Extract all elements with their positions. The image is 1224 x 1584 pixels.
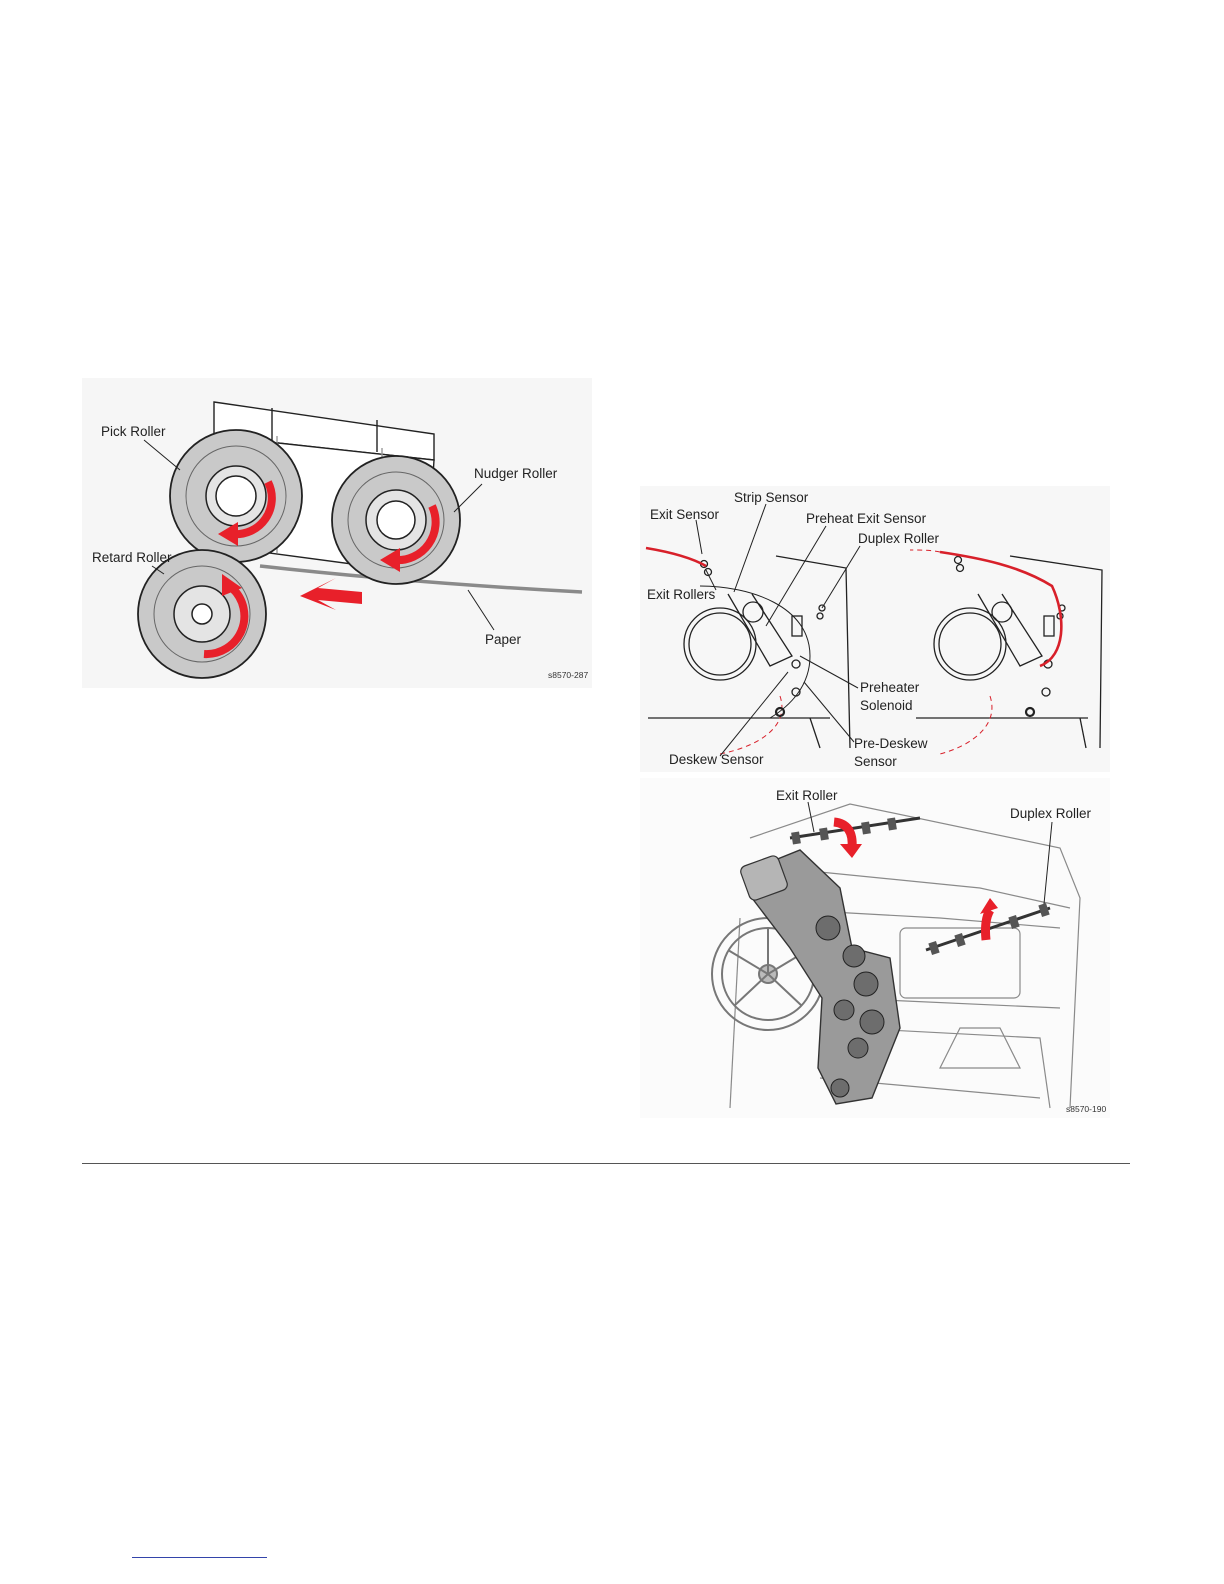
duplex-roller-label: Duplex Roller (1010, 806, 1092, 821)
footer-link-underline[interactable] (132, 1557, 267, 1558)
paper-path-sensor-diagram: Exit Sensor Strip Sensor Preheat Exit Se… (640, 486, 1110, 772)
exit-rollers-label: Exit Rollers (647, 587, 716, 602)
paper-label: Paper (485, 632, 522, 647)
page-divider (82, 1163, 1130, 1164)
pick-roller (170, 430, 302, 562)
duplex-roller-label: Duplex Roller (858, 531, 940, 546)
figure-caption: s8570-287 (548, 670, 588, 680)
strip-sensor-label: Strip Sensor (734, 490, 809, 505)
roller-assembly-illustration: Exit Roller Duplex Roller s8570-190 (640, 778, 1110, 1118)
nudger-roller (332, 456, 460, 584)
preheater-solenoid-label-1: Preheater (860, 680, 920, 695)
exit-roller-label: Exit Roller (776, 788, 838, 803)
pick-roller-label: Pick Roller (101, 424, 166, 439)
nudger-roller-label: Nudger Roller (474, 466, 558, 481)
figure-caption: s8570-190 (1066, 1104, 1106, 1114)
duplex-roller-rotation-arrow-icon (986, 910, 991, 940)
preheater-solenoid-label-2: Solenoid (860, 698, 913, 713)
roller-feed-diagram: Pick Roller Nudger Roller Retard Roller … (82, 378, 592, 688)
retard-roller-label: Retard Roller (92, 550, 172, 565)
exit-sensor-label: Exit Sensor (650, 507, 720, 522)
preheat-exit-sensor-label: Preheat Exit Sensor (806, 511, 927, 526)
pre-deskew-sensor-label-2: Sensor (854, 754, 897, 769)
pre-deskew-sensor-label-1: Pre-Deskew (854, 736, 928, 751)
deskew-sensor-label: Deskew Sensor (669, 752, 764, 767)
